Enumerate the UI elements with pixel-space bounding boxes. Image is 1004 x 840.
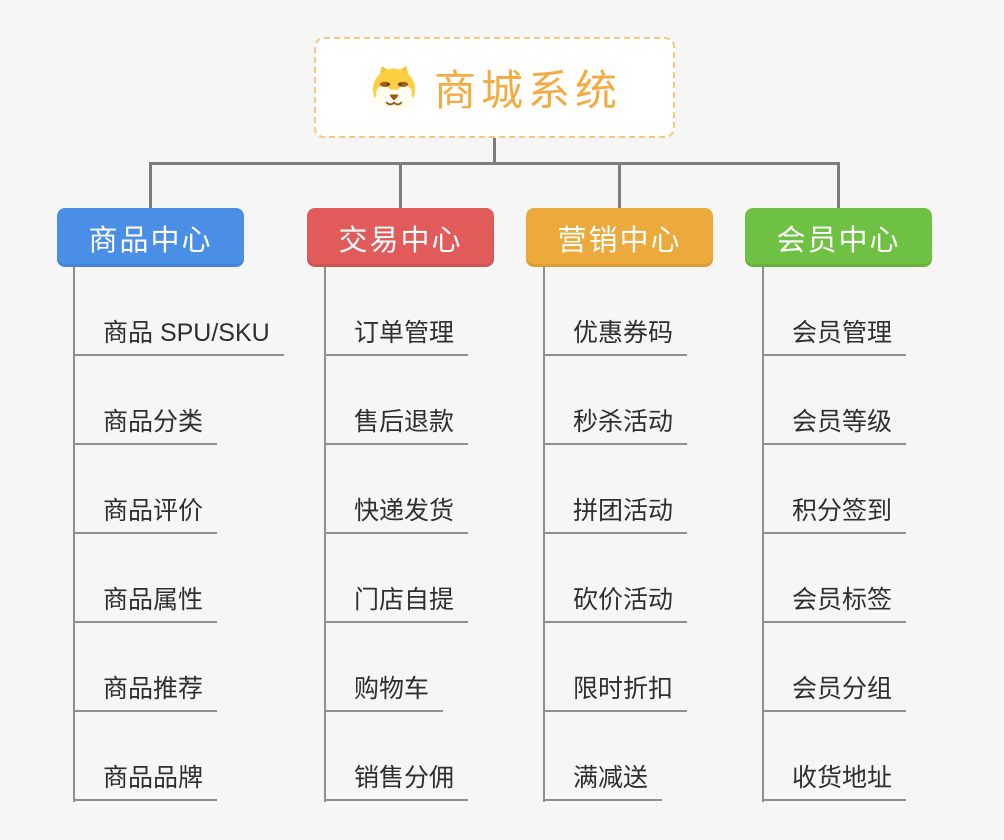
root-title: 商城系统: [433, 67, 622, 114]
topic-item[interactable]: 优惠券码: [543, 317, 688, 356]
trunk-member-center: [762, 267, 764, 802]
topic-item[interactable]: 收货地址: [762, 762, 907, 801]
topic-item[interactable]: 会员等级: [762, 406, 907, 445]
topic-item[interactable]: 会员管理: [762, 317, 907, 356]
topic-item[interactable]: 商品分类: [73, 406, 218, 445]
root-node-mall-system[interactable]: 商城系统: [314, 37, 675, 138]
topic-item[interactable]: 砍价活动: [543, 584, 688, 623]
topic-item[interactable]: 会员标签: [762, 584, 907, 623]
topic-item[interactable]: 秒杀活动: [543, 406, 688, 445]
connector-drop-marketing: [618, 163, 621, 208]
topic-item[interactable]: 商品属性: [73, 584, 218, 623]
topic-item[interactable]: 商品评价: [73, 495, 218, 534]
topic-item[interactable]: 商品品牌: [73, 762, 218, 801]
topic-item[interactable]: 售后退款: [324, 406, 469, 445]
shiba-dog-icon: [367, 62, 421, 114]
connector-horizontal-bar: [149, 162, 840, 165]
topic-item[interactable]: 购物车: [324, 673, 444, 712]
trunk-product-center: [73, 267, 75, 802]
branch-product-center[interactable]: 商品中心: [57, 208, 244, 267]
topic-item[interactable]: 销售分佣: [324, 762, 469, 801]
connector-drop-product: [149, 163, 152, 208]
topic-item[interactable]: 快递发货: [324, 495, 469, 534]
trunk-trade-center: [324, 267, 326, 802]
topic-item[interactable]: 门店自提: [324, 584, 469, 623]
branch-member-center[interactable]: 会员中心: [745, 208, 932, 267]
topic-item[interactable]: 会员分组: [762, 673, 907, 712]
topic-item[interactable]: 限时折扣: [543, 673, 688, 712]
trunk-marketing-center: [543, 267, 545, 802]
branch-marketing-center[interactable]: 营销中心: [526, 208, 713, 267]
connector-drop-trade: [399, 163, 402, 208]
topic-item[interactable]: 拼团活动: [543, 495, 688, 534]
topic-item[interactable]: 商品推荐: [73, 673, 218, 712]
branch-trade-center[interactable]: 交易中心: [307, 208, 494, 267]
connector-root-stem: [493, 137, 496, 163]
topic-item[interactable]: 满减送: [543, 762, 663, 801]
connector-drop-member: [837, 163, 840, 208]
topic-item[interactable]: 积分签到: [762, 495, 907, 534]
topic-item[interactable]: 订单管理: [324, 317, 469, 356]
topic-item[interactable]: 商品 SPU/SKU: [73, 317, 284, 356]
